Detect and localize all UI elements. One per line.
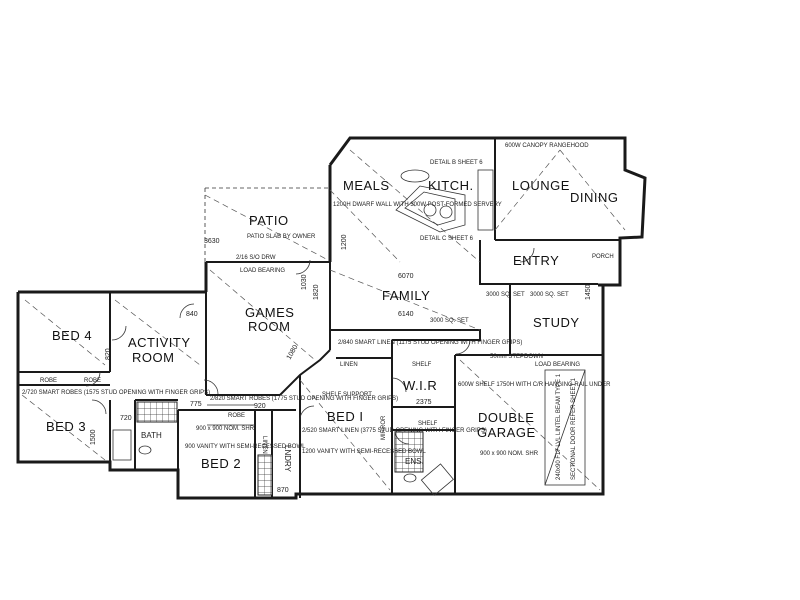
label-garage-2: GARAGE bbox=[477, 425, 536, 440]
dim-2375: 2375 bbox=[416, 399, 432, 406]
tiled-areas bbox=[136, 401, 424, 496]
label-meals: MEALS bbox=[343, 178, 390, 193]
fixtures bbox=[112, 369, 586, 496]
note-detail-c: DETAIL C SHEET 6 bbox=[420, 236, 474, 242]
label-wir: W.I.R bbox=[403, 378, 437, 393]
label-linen-small: LINEN bbox=[261, 436, 267, 454]
label-entry: ENTRY bbox=[513, 253, 559, 268]
dim-2116: 2/16 S/O DRW bbox=[236, 255, 276, 261]
label-robe-3: ROBE bbox=[228, 413, 245, 419]
label-bed1: BED I bbox=[327, 409, 363, 424]
label-bed2: BED 2 bbox=[201, 456, 241, 471]
label-porch: PORCH bbox=[592, 254, 614, 260]
dim-3630: 3630 bbox=[204, 238, 220, 245]
note-smart-linen-2: 2/520 SMART LINEN (3775 STUD OPENING WIT… bbox=[302, 428, 487, 434]
label-kitch: KITCH. bbox=[428, 178, 474, 193]
label-lounge: LOUNGE bbox=[512, 178, 570, 193]
label-dining: DINING bbox=[570, 190, 619, 205]
dim-3000b: 3000 SQ. SET bbox=[486, 292, 525, 298]
label-study: STUDY bbox=[533, 315, 580, 330]
dimension-labels: 6070 6140 3000 SQ. SET 3000 SQ. SET 3000… bbox=[90, 234, 592, 494]
label-patio: PATIO bbox=[249, 213, 289, 228]
annotation-notes: 600W CANOPY RANGEHOOD DETAIL B SHEET 6 D… bbox=[22, 143, 611, 480]
note-canopy: 600W CANOPY RANGEHOOD bbox=[505, 143, 589, 149]
note-smart-robes-2: 2/820 SMART ROBES (1775 STUD OPENING WIT… bbox=[210, 396, 398, 402]
note-shower-1: 900 x 900 NOM. SHR bbox=[196, 426, 255, 432]
interior-walls bbox=[18, 138, 620, 498]
room-labels: MEALS KITCH. LOUNGE DINING PATIO ENTRY P… bbox=[40, 178, 619, 473]
dim-1820: 1820 bbox=[313, 284, 320, 300]
dim-3000a: 3000 SQ. SET bbox=[430, 318, 469, 324]
label-ens: ENS. bbox=[405, 457, 424, 466]
label-garage-1: DOUBLE bbox=[478, 410, 534, 425]
label-lndry: LNDRY bbox=[283, 445, 292, 473]
dim-1200: 1200 bbox=[341, 234, 348, 250]
dim-1080: 1080 bbox=[286, 344, 300, 361]
label-shelf-2: SHELF bbox=[418, 421, 438, 427]
label-robe-1: ROBE bbox=[40, 378, 57, 384]
dim-6070: 6070 bbox=[398, 273, 414, 280]
label-games-1: GAMES bbox=[245, 305, 294, 320]
dim-1030: 1030 bbox=[301, 274, 308, 290]
label-bed4: BED 4 bbox=[52, 328, 92, 343]
door-swings bbox=[85, 247, 535, 445]
label-activity-2: ROOM bbox=[132, 350, 174, 365]
note-vanity-2: 1200 VANITY WITH SEMI-RECESSED BOWL bbox=[302, 449, 426, 455]
note-patio-slab: PATIO SLAB BY OWNER bbox=[247, 234, 316, 240]
note-beam: 240x90 F17 LVL LINTEL BEAM TYPE 1 bbox=[556, 373, 562, 480]
label-linen: LINEN bbox=[340, 362, 358, 368]
note-smart-robes-1: 2/720 SMART ROBES (1575 STUD OPENING WIT… bbox=[22, 390, 210, 396]
label-games-2: ROOM bbox=[248, 319, 290, 334]
dim-1450: 1450 bbox=[585, 284, 592, 300]
label-family: FAMILY bbox=[382, 288, 430, 303]
dim-720: 720 bbox=[120, 415, 132, 422]
label-bed3: BED 3 bbox=[46, 419, 86, 434]
dim-840: 840 bbox=[186, 311, 198, 318]
kitchen-island bbox=[395, 169, 494, 233]
label-bath: BATH bbox=[141, 431, 162, 440]
note-stepdown: 50mm STEPDOWN bbox=[490, 354, 543, 360]
note-load-bearing-1: LOAD BEARING bbox=[240, 268, 285, 274]
dim-870: 870 bbox=[277, 487, 289, 494]
dim-6140: 6140 bbox=[398, 311, 414, 318]
dim-775: 775 bbox=[190, 401, 202, 408]
label-robe-2: ROBE bbox=[84, 378, 101, 384]
note-detail-b: DETAIL B SHEET 6 bbox=[430, 160, 483, 166]
dim-820: 820 bbox=[105, 348, 112, 360]
dim-1500: 1500 bbox=[90, 429, 97, 445]
note-vanity-1: 900 VANITY WITH SEMI-RECESSED BOWL bbox=[185, 444, 306, 450]
note-dwarf-wall: 1200H DWARF WALL WITH 300W POST-FORMED S… bbox=[333, 202, 502, 208]
note-load-bearing-2: LOAD BEARING bbox=[535, 362, 580, 368]
roof-hip-lines bbox=[21, 149, 626, 491]
note-sectional: SECTIONAL DOOR REFER SHEET 1 bbox=[571, 377, 577, 480]
note-shelf: 600W SHELF 1750H WITH C/R HANGING RAIL U… bbox=[458, 382, 611, 388]
label-shelf-1: SHELF bbox=[412, 362, 432, 368]
note-smart-linen-1: 2/840 SMART LINEN (1175 STUD OPENING WIT… bbox=[338, 340, 522, 346]
note-shower-2: 900 x 900 NOM. SHR bbox=[480, 451, 539, 457]
label-activity-1: ACTIVITY bbox=[128, 335, 191, 350]
dim-3000c: 3000 SQ. SET bbox=[530, 292, 569, 298]
note-mirror: MIRROR bbox=[381, 415, 387, 440]
note-shelf-support: SHELF SUPPORT bbox=[322, 392, 372, 398]
dim-920: 920 bbox=[254, 403, 266, 410]
